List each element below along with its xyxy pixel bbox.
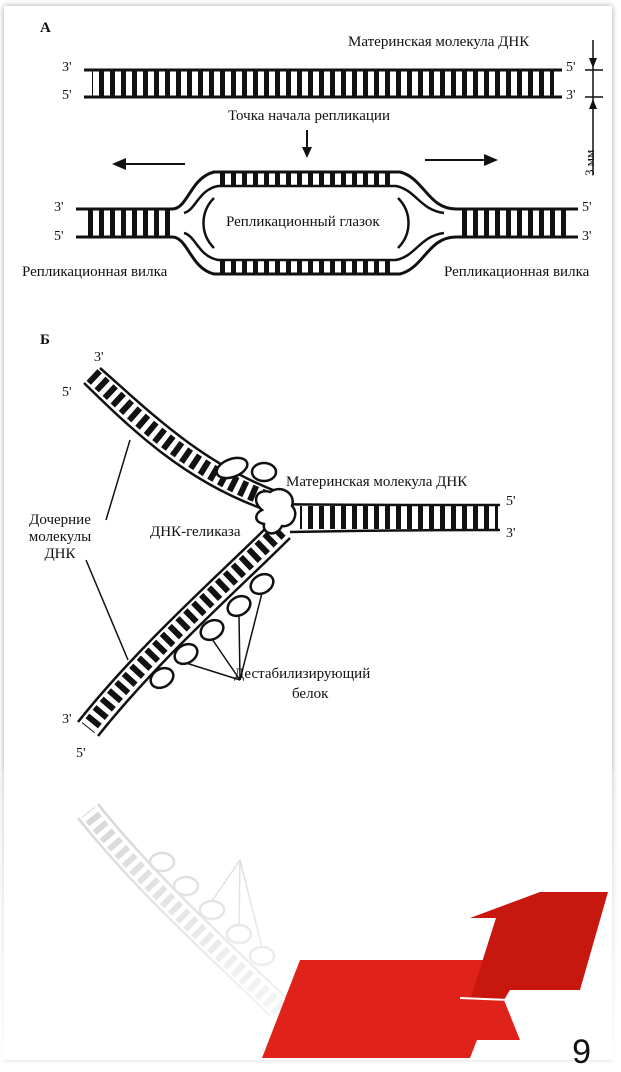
red-accent-folded — [470, 892, 608, 1000]
page-number: 9 — [572, 1033, 591, 1072]
